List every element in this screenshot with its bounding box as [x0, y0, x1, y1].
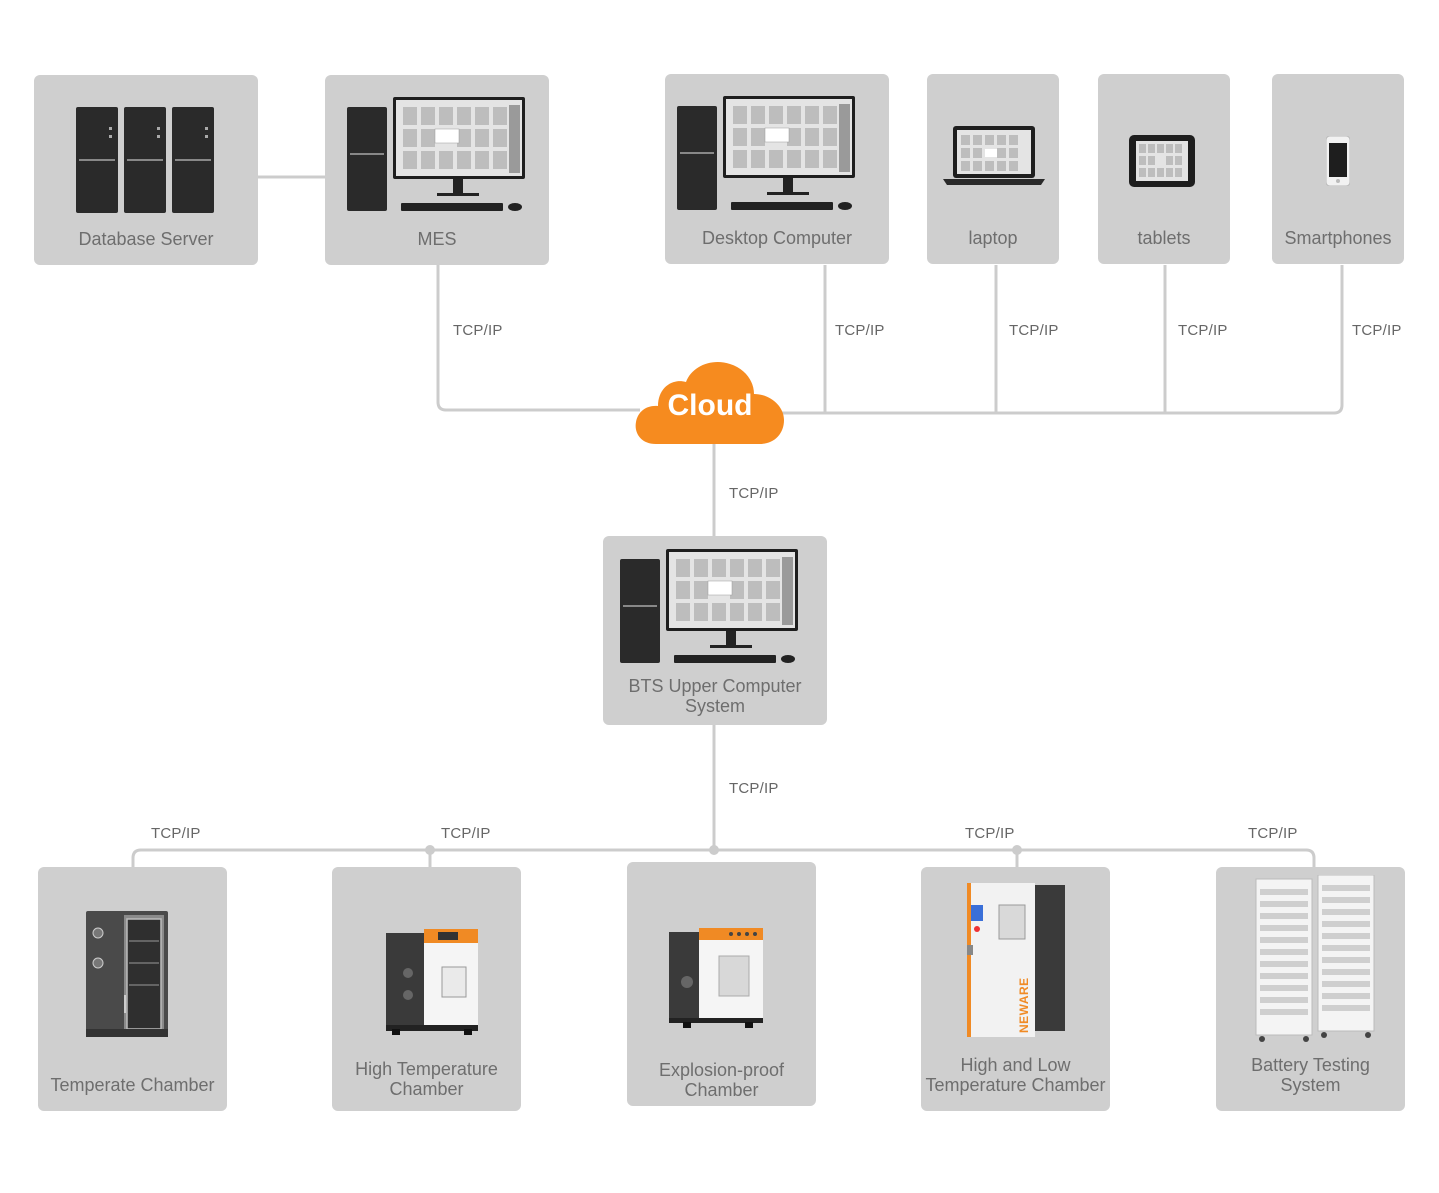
battery-testing-system-node[interactable]: Battery Testing System [1216, 867, 1405, 1111]
protocol-label: TCP/IP [1352, 322, 1402, 339]
laptop-label: laptop [968, 228, 1018, 248]
smartphones-label: Smartphones [1284, 228, 1392, 248]
temperate-chamber-label: Temperate Chamber [50, 1075, 215, 1095]
bts-label-line2: System [684, 696, 745, 716]
protocol-label: TCP/IP [1178, 322, 1228, 339]
smartphones-node[interactable]: Smartphones [1272, 74, 1404, 264]
protocol-label: TCP/IP [965, 825, 1015, 842]
server-tower-icon [76, 107, 214, 213]
protocol-label: TCP/IP [835, 322, 885, 339]
high-low-temperature-label-line2: Temperature Chamber [925, 1075, 1106, 1095]
protocol-label: TCP/IP [1248, 825, 1298, 842]
tablets-label: tablets [1137, 228, 1191, 248]
bts-upper-computer-node[interactable]: BTS Upper Computer System [603, 536, 827, 725]
battery-testing-label-line1: Battery Testing [1251, 1055, 1370, 1075]
explosion-proof-label-line2: Chamber [684, 1080, 759, 1100]
high-low-temperature-label-line1: High and Low [960, 1055, 1071, 1075]
laptop-node[interactable]: laptop [927, 74, 1059, 264]
database-server-label: Database Server [78, 229, 214, 249]
brand-vertical-text: NEWARE [1017, 971, 1031, 1041]
oven-chamber-icon [386, 929, 478, 1035]
glass-door-chamber-icon [86, 911, 168, 1037]
protocol-label: TCP/IP [151, 825, 201, 842]
high-low-temperature-chamber-node[interactable]: NEWARE High and Low Temperature Chamber [921, 867, 1110, 1111]
climate-chamber-icon [967, 883, 1065, 1037]
cloud-icon [635, 362, 784, 444]
explosion-proof-chamber-node[interactable]: Explosion-proof Chamber [627, 862, 816, 1106]
high-temperature-chamber-node[interactable]: High Temperature Chamber [332, 867, 521, 1111]
high-temperature-label-line1: High Temperature [355, 1059, 498, 1079]
tablet-icon [1129, 135, 1195, 187]
battery-rack-icon [1255, 875, 1375, 1042]
neware-brand: NEWARE [1017, 977, 1031, 1033]
desktop-computer-label: Desktop Computer [701, 228, 853, 248]
desktop-pc-icon [677, 96, 855, 210]
protocol-label: TCP/IP [729, 485, 779, 502]
smartphone-icon [1326, 136, 1350, 186]
mes-node[interactable]: MES [325, 75, 549, 265]
desktop-pc-icon [347, 97, 525, 211]
oven-chamber-icon [669, 928, 763, 1028]
protocol-label: TCP/IP [729, 780, 779, 797]
high-temperature-label-line2: Chamber [389, 1079, 464, 1099]
desktop-computer-node[interactable]: Desktop Computer [665, 74, 889, 264]
protocol-label: TCP/IP [453, 322, 503, 339]
mes-label: MES [417, 229, 457, 249]
protocol-label: TCP/IP [441, 825, 491, 842]
explosion-proof-label-line1: Explosion-proof [658, 1060, 785, 1080]
protocol-label: TCP/IP [1009, 322, 1059, 339]
laptop-icon [943, 126, 1045, 185]
bts-label-line1: BTS Upper Computer [628, 676, 802, 696]
battery-testing-label-line2: System [1280, 1075, 1341, 1095]
temperate-chamber-node[interactable]: Temperate Chamber [38, 867, 227, 1111]
database-server-node[interactable]: Database Server [34, 75, 258, 265]
desktop-pc-icon [620, 549, 798, 663]
tablets-node[interactable]: tablets [1098, 74, 1230, 264]
cloud-label: Cloud [667, 389, 753, 422]
